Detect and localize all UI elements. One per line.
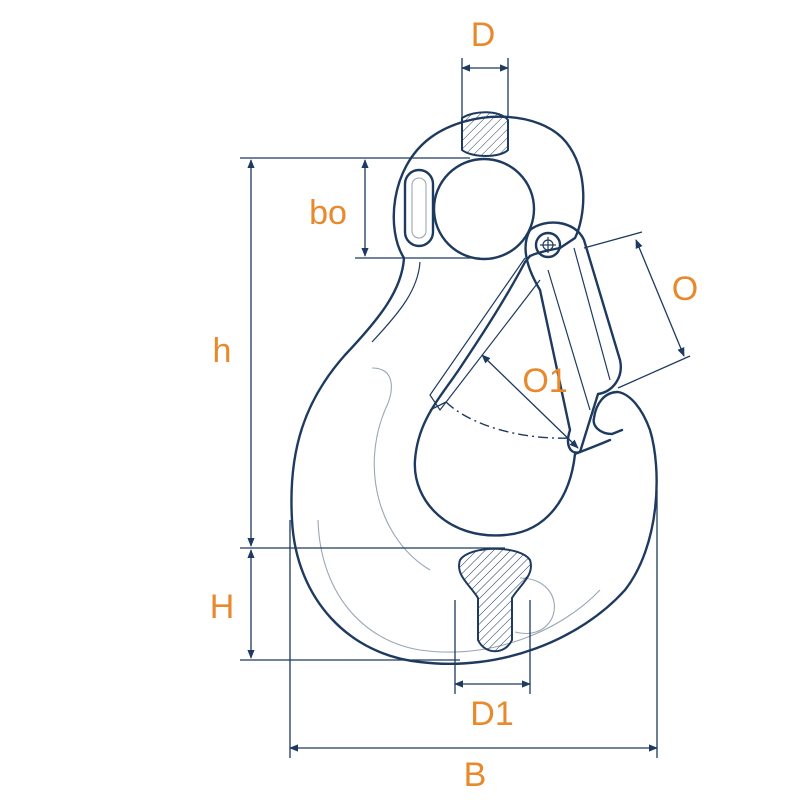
dimension-o1: O1 (429, 354, 579, 449)
shank-slot-inner (411, 177, 427, 239)
hook-throat (413, 254, 612, 537)
label-d1: D1 (470, 695, 513, 733)
latch-pivot (534, 231, 562, 259)
o-ext-top (583, 231, 643, 249)
dimension-bo: bo (240, 157, 480, 259)
lower-bulge (514, 577, 555, 635)
shank-ridge (371, 261, 421, 343)
label-o1: O1 (522, 362, 567, 400)
o1-arc (445, 401, 573, 439)
label-bo: bo (309, 194, 347, 232)
label-d: D (471, 16, 496, 54)
o1-arc-end (429, 401, 447, 411)
label-o: O (672, 270, 698, 308)
back-recess (371, 367, 431, 571)
hook-body (290, 111, 658, 666)
o-arrow (635, 239, 685, 357)
dimension-o: O (583, 231, 698, 389)
dimension-h: h (213, 159, 505, 549)
dimension-d1: D1 (454, 600, 531, 733)
latch-outline (524, 221, 622, 454)
latch-edge (547, 269, 591, 411)
d-cross-section (461, 111, 509, 157)
eye-hole (432, 157, 536, 261)
label-b: B (464, 756, 487, 794)
safety-latch (429, 221, 622, 454)
o1-arrow (481, 354, 579, 449)
label-h: h (213, 332, 232, 370)
dimension-big-h: H (210, 549, 460, 661)
dimension-d: D (461, 16, 509, 118)
label-big-h: H (210, 588, 235, 626)
dimension-b: B (289, 490, 658, 794)
d1-cross-section (458, 547, 532, 653)
latch-arm (429, 257, 541, 412)
latch-edge-2 (573, 247, 611, 381)
back-edge (317, 519, 601, 653)
o-ext-bottom (617, 355, 691, 389)
shank-slot (403, 168, 435, 248)
